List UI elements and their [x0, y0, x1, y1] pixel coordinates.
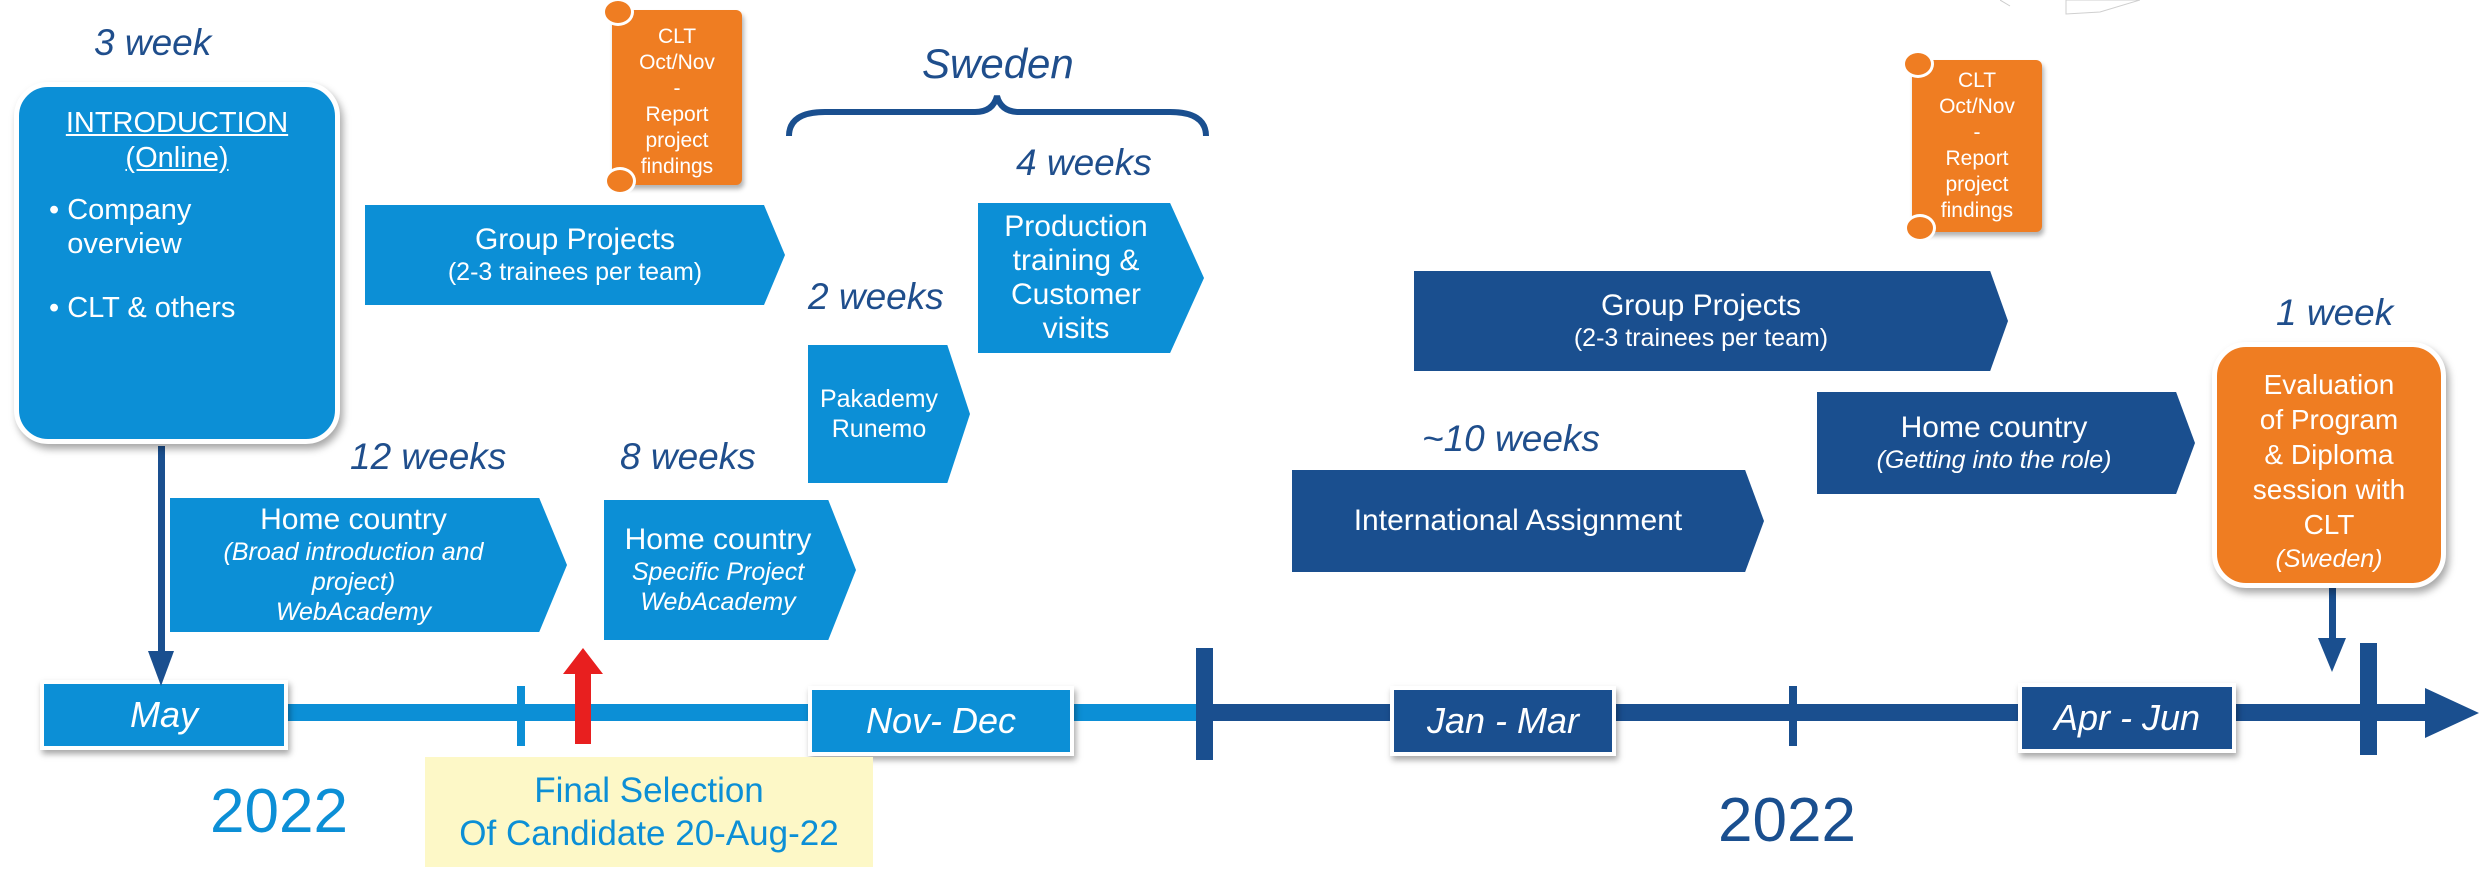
- home3-sub1: (Getting into the role): [1876, 446, 2112, 474]
- introduction-box: INTRODUCTION (Online) • Company overview…: [14, 82, 340, 444]
- evaluation-line6: (Sweden): [2275, 545, 2383, 573]
- evaluation-line5: CLT: [2303, 509, 2355, 540]
- home1-sub2: project): [311, 568, 396, 596]
- sweden-brace: [786, 95, 1209, 137]
- scroll-text: Report: [645, 103, 709, 126]
- production-line1: Production: [1004, 210, 1148, 243]
- scroll-curl-icon: [1902, 50, 1934, 78]
- month-label-nov-dec: Nov- Dec: [808, 686, 1074, 756]
- timeline-tick: [1196, 648, 1213, 760]
- production-training-chevron: Production training & Customer visits: [978, 203, 1204, 353]
- production-line4: visits: [1042, 312, 1110, 345]
- month-label-apr-jun: Apr - Jun: [2018, 683, 2236, 753]
- scroll-text: findings: [640, 155, 714, 178]
- intro-down-arrow: [148, 446, 174, 686]
- duration-intro: 3 week: [94, 22, 212, 63]
- partial-shape-top-right: [2000, 0, 2140, 15]
- scroll-text: project: [1945, 173, 2009, 196]
- scroll-text: Report: [1945, 147, 2009, 170]
- scroll-curl-icon: [602, 0, 634, 26]
- month-label-jan-mar: Jan - Mar: [1390, 686, 1616, 756]
- duration-evaluation: 1 week: [2276, 292, 2394, 333]
- home-country-chevron-2: Home country Specific Project WebAcademy: [604, 500, 856, 640]
- evaluation-line2: of Program: [2259, 404, 2399, 435]
- scroll-note-right: CLT Oct/Nov - Report project findings: [1902, 50, 2042, 242]
- home2-sub1: Specific Project: [631, 558, 805, 586]
- intro-bullet: Company overview: [67, 194, 192, 260]
- timeline-tick: [1789, 686, 1797, 746]
- duration-pakademy: 2 weeks: [808, 276, 944, 317]
- month-label-may: May: [40, 680, 288, 750]
- final-selection-line2: Of Candidate 20-Aug-22: [459, 814, 839, 853]
- scroll-text: findings: [1940, 199, 2014, 222]
- group-projects-subtitle: (2-3 trainees per team): [1573, 324, 1829, 352]
- timeline-tick: [2360, 643, 2377, 755]
- duration-home2: 8 weeks: [620, 436, 756, 477]
- home2-title: Home country: [624, 523, 812, 556]
- intro-title: INTRODUCTION: [65, 107, 289, 139]
- scroll-text: project: [645, 129, 709, 152]
- duration-international: ~10 weeks: [1422, 418, 1600, 459]
- scroll-text: -: [673, 77, 681, 100]
- group-projects-chevron-light: Group Projects (2-3 trainees per team): [365, 205, 785, 305]
- scroll-text: -: [1973, 121, 1981, 144]
- home1-sub1: (Broad introduction and: [223, 538, 484, 566]
- scroll-text: CLT: [1957, 69, 1997, 92]
- evaluation-down-arrow: [2318, 588, 2346, 672]
- pakademy-line1: Pakademy: [819, 385, 939, 413]
- intro-bullet: CLT & others: [67, 292, 236, 324]
- scroll-note-left: CLT Oct/Nov - Report project findings: [602, 0, 742, 195]
- duration-production: 4 weeks: [1016, 142, 1152, 183]
- scroll-text: Oct/Nov: [639, 51, 715, 74]
- year-label-right: 2022: [1718, 786, 1856, 855]
- home-country-chevron-3: Home country (Getting into the role): [1817, 392, 2195, 494]
- scroll-text: CLT: [657, 25, 697, 48]
- year-label-left: 2022: [210, 777, 348, 846]
- group-projects-chevron-dark: Group Projects (2-3 trainees per team): [1414, 271, 2008, 371]
- timeline-arrowhead: [2425, 688, 2479, 738]
- home1-sub3: WebAcademy: [275, 598, 432, 626]
- international-title: International Assignment: [1353, 504, 1683, 537]
- group-projects-title: Group Projects: [1600, 289, 1802, 322]
- red-up-arrow: [563, 648, 603, 744]
- home2-sub2: WebAcademy: [640, 588, 796, 616]
- timeline-tick: [517, 686, 525, 746]
- evaluation-box: Evaluation of Program & Diploma session …: [2212, 342, 2446, 588]
- pakademy-line2: Runemo: [831, 415, 927, 443]
- scroll-text: Oct/Nov: [1939, 95, 2015, 118]
- final-selection-line1: Final Selection: [534, 771, 764, 810]
- home-country-chevron-1: Home country (Broad introduction and pro…: [170, 498, 567, 632]
- sweden-label: Sweden: [922, 40, 1074, 87]
- home3-title: Home country: [1900, 411, 2088, 444]
- evaluation-line4: session with: [2252, 474, 2406, 505]
- intro-subtitle: (Online): [125, 142, 229, 174]
- bullet-icon: •: [49, 194, 68, 226]
- pakademy-chevron: Pakademy Runemo: [808, 345, 970, 483]
- production-line3: Customer: [1010, 278, 1142, 311]
- production-line2: training &: [1012, 244, 1140, 277]
- evaluation-line1: Evaluation: [2263, 369, 2395, 400]
- scroll-curl-icon: [604, 167, 636, 195]
- final-selection-note: Final Selection Of Candidate 20-Aug-22: [425, 757, 873, 867]
- group-projects-subtitle: (2-3 trainees per team): [447, 258, 703, 286]
- evaluation-line3: & Diploma: [2264, 439, 2394, 470]
- bullet-icon: •: [49, 292, 68, 324]
- scroll-curl-icon: [1904, 214, 1936, 242]
- duration-home1: 12 weeks: [350, 436, 507, 477]
- home1-title: Home country: [260, 503, 447, 536]
- group-projects-title: Group Projects: [474, 223, 676, 256]
- international-assignment-chevron: International Assignment: [1292, 470, 1764, 572]
